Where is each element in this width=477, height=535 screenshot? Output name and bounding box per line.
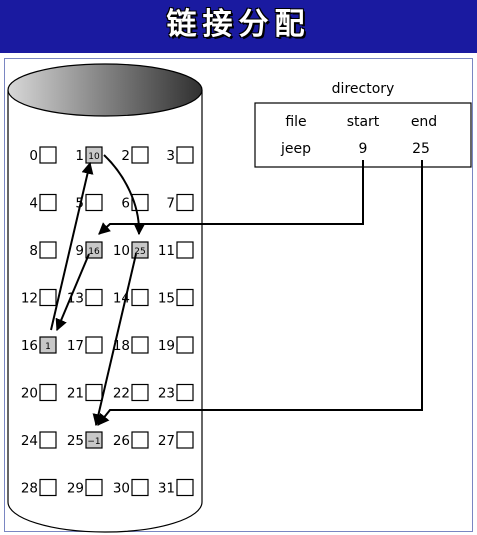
block-number-7: 7 xyxy=(166,196,175,212)
start-pointer-arrow xyxy=(98,160,364,235)
block-2 xyxy=(131,146,149,164)
block-number-28: 28 xyxy=(21,481,38,497)
block-16 xyxy=(39,336,57,354)
title-bar xyxy=(0,0,477,53)
block-number-3: 3 xyxy=(166,148,175,164)
block-number-15: 15 xyxy=(158,291,175,307)
block-number-16: 16 xyxy=(21,338,38,354)
block-19 xyxy=(176,336,194,354)
directory-header-file: file xyxy=(285,114,306,130)
block-number-4: 4 xyxy=(29,196,38,212)
block-8 xyxy=(39,241,57,259)
block-1-next-pointer: 10 xyxy=(88,152,100,162)
block-number-31: 31 xyxy=(158,481,175,497)
block-11 xyxy=(176,241,194,259)
block-number-12: 12 xyxy=(21,291,38,307)
directory-row-start: 9 xyxy=(359,141,368,157)
block-number-25: 25 xyxy=(67,433,84,449)
block-number-0: 0 xyxy=(29,148,38,164)
block-1 xyxy=(85,146,103,164)
directory-label: directory xyxy=(332,81,395,97)
block-24 xyxy=(39,431,57,449)
block-number-11: 11 xyxy=(158,243,175,259)
block-3 xyxy=(176,146,194,164)
block-14 xyxy=(131,288,149,307)
block-number-24: 24 xyxy=(21,433,38,449)
block-31 xyxy=(176,478,194,497)
block-4 xyxy=(39,193,57,212)
block-number-1: 1 xyxy=(75,148,84,164)
block-29 xyxy=(85,478,103,497)
block-27 xyxy=(176,431,194,449)
directory-row-file: jeep xyxy=(280,141,311,157)
block-22 xyxy=(131,383,149,402)
block-26 xyxy=(131,431,149,449)
link-9-to-16-arrow xyxy=(55,253,90,332)
block-18 xyxy=(131,336,149,354)
block-number-2: 2 xyxy=(121,148,130,164)
block-17 xyxy=(85,336,103,354)
block-number-21: 21 xyxy=(67,386,84,402)
block-21 xyxy=(85,383,103,402)
block-number-6: 6 xyxy=(121,196,130,212)
block-9 xyxy=(85,241,103,259)
block-number-17: 17 xyxy=(67,338,84,354)
block-28 xyxy=(39,478,57,497)
block-number-30: 30 xyxy=(113,481,130,497)
block-number-22: 22 xyxy=(113,386,130,402)
block-13 xyxy=(85,288,103,307)
block-25-next-pointer: −1 xyxy=(87,437,100,447)
link-arrows xyxy=(50,154,423,427)
block-number-26: 26 xyxy=(113,433,130,449)
block-25 xyxy=(85,431,103,449)
block-number-20: 20 xyxy=(21,386,38,402)
directory-header-start: start xyxy=(347,114,380,130)
link-10-to-25-arrow xyxy=(92,253,137,427)
block-30 xyxy=(131,478,149,497)
block-15 xyxy=(176,288,194,307)
link-1-to-10-arrow xyxy=(103,154,146,236)
link-16-to-1-arrow xyxy=(50,161,94,331)
block-number-19: 19 xyxy=(158,338,175,354)
block-0 xyxy=(39,146,57,164)
block-number-27: 27 xyxy=(158,433,175,449)
block-9-next-pointer: 16 xyxy=(88,247,100,257)
block-number-10: 10 xyxy=(113,243,130,259)
block-12 xyxy=(39,288,57,307)
block-number-29: 29 xyxy=(67,481,84,497)
block-16-next-pointer: 1 xyxy=(45,342,51,352)
block-10-next-pointer: 25 xyxy=(134,247,145,257)
block-number-23: 23 xyxy=(158,386,175,402)
directory-header-end: end xyxy=(411,114,437,130)
block-5 xyxy=(85,193,103,212)
block-20 xyxy=(39,383,57,402)
block-number-18: 18 xyxy=(113,338,130,354)
directory-row-end: 25 xyxy=(412,141,430,157)
block-7 xyxy=(176,193,194,212)
block-number-8: 8 xyxy=(29,243,38,259)
block-number-9: 9 xyxy=(75,243,84,259)
directory-table: directory file start end jeep 9 25 xyxy=(254,81,472,168)
page-title: 链接分配 xyxy=(166,7,311,42)
block-23 xyxy=(176,383,194,402)
